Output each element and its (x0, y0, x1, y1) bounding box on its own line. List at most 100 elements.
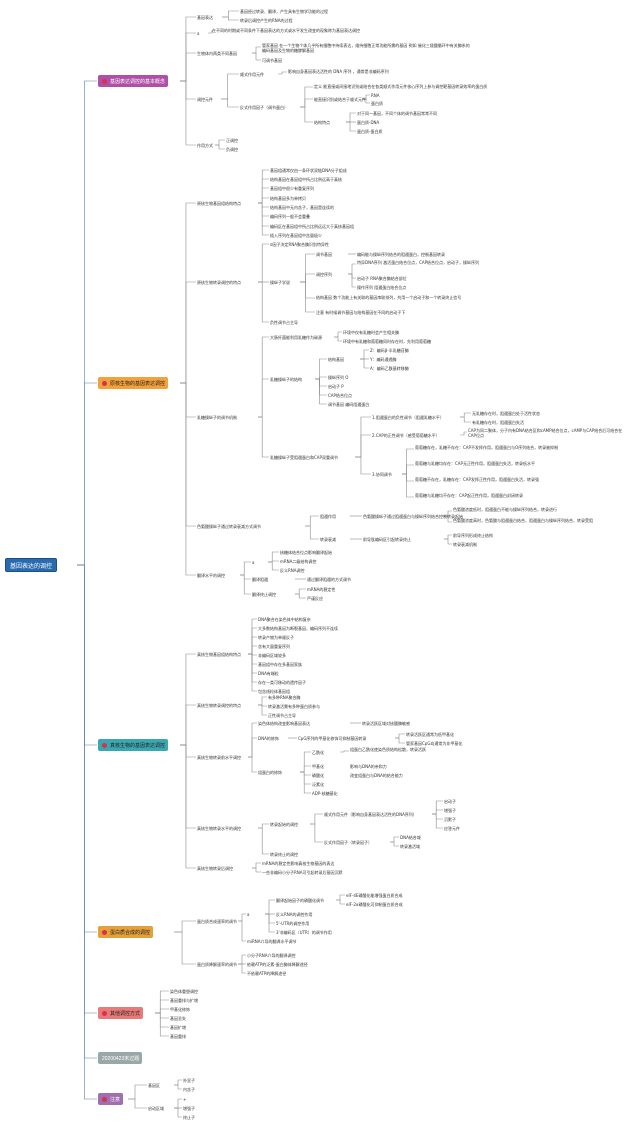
node[interactable]: CAP为同二聚体，分子内有DNA结合区和cAMP结合位点，cAMP与CAP结合后… (468, 428, 623, 438)
node[interactable]: mRNA二级结构调控 (280, 559, 317, 564)
node[interactable]: 增强子 (444, 808, 456, 813)
node[interactable]: 结构基因多为单拷贝 (270, 196, 306, 201)
node[interactable]: 调节基因 编码阻遏蛋白 (328, 402, 370, 407)
node[interactable]: 甲基化修饰 (170, 1007, 190, 1012)
node[interactable]: 真核生物基因组结构特点 (197, 652, 241, 657)
node[interactable]: 含有大量重复序列 (258, 644, 290, 649)
branch-protein-synthesis[interactable]: 蛋白质合成的调控 (98, 926, 154, 938)
node[interactable]: 编码能与操纵序列结合的阻遏蛋白，控制基因转录 (357, 252, 445, 257)
node[interactable]: 结构基因在基因组中所占比例远高于真核 (270, 177, 342, 182)
node[interactable]: 转录后调控产生的RNA的过程 (240, 18, 293, 23)
node[interactable]: 基因丢失 (170, 1016, 186, 1021)
node[interactable]: 操纵序列 O (328, 375, 349, 380)
node[interactable]: 存在一类可移动的遗传因子 (258, 680, 306, 685)
node[interactable]: 乳糖操纵子受阻遏蛋白和CAP双重调节 (270, 455, 338, 460)
node[interactable]: RNA (371, 93, 380, 98)
branch-other-regulation[interactable]: 其他调控方式 (98, 1007, 144, 1019)
node[interactable]: 真核生物转录前水平调控 (197, 755, 241, 760)
node[interactable]: 基因区 (148, 1083, 160, 1088)
node[interactable]: 操作序列 阻遏蛋白结合位点 (357, 285, 407, 290)
node[interactable]: 依赖ATP的泛素-蛋白酶体降解途径 (247, 962, 308, 967)
node[interactable]: 核糖体结合位点影响翻译起始 (280, 550, 332, 555)
node[interactable]: 泛素化 (312, 782, 324, 787)
node[interactable]: 基因组中很少有重复序列 (270, 186, 314, 191)
node[interactable]: 插入序列在基因组中含量极少 (270, 233, 322, 238)
node[interactable]: 改变组蛋白与DNA的结合能力 (350, 773, 403, 778)
node[interactable]: 基因扩增 (170, 1025, 186, 1030)
node[interactable]: 通过翻译阻遏的方式调节 (307, 577, 351, 582)
node[interactable]: 在不同的时期或不同条件下基因表达的方式或水平发生改变的现象称为基因表达调控 (212, 28, 360, 33)
node[interactable]: 真核生物转录调控的特点 (197, 703, 241, 708)
node[interactable]: 葡萄糖与乳糖均存在：CAP无正性作用，阻遏蛋白失活，转录低水平 (415, 461, 535, 466)
node[interactable]: 一些非编码小分子RNA可引起转录后基因沉默 (262, 870, 343, 875)
node[interactable]: 乳糖操纵子的结构 (270, 377, 302, 382)
node[interactable]: 葡萄糖存在，乳糖不存在：CAP不发挥作用，阻遏蛋白与O序列结合，转录被抑制 (415, 445, 559, 450)
branch-eukaryotic[interactable]: 真核生物的基因表达调控 (98, 739, 169, 751)
node[interactable]: 葡萄糖与乳糖均不存在：CAP起正性作用，阻遏蛋白封闭转录 (415, 493, 523, 498)
node[interactable]: 结构基因 数个功能上有关联的基因串联排列，共用一个启动子和一个转录终止信号 (316, 295, 462, 300)
node[interactable]: 不依赖ATP的降解途径 (247, 971, 287, 976)
node[interactable]: DNA有端粒 (258, 671, 279, 676)
node[interactable]: 正性调节占主导 (268, 713, 296, 718)
node[interactable]: 反义RNA调控 (280, 568, 305, 573)
node[interactable]: 增强子 (183, 1106, 195, 1111)
node[interactable]: ADP-核糖基化 (312, 791, 338, 796)
node[interactable]: 管家基因CpG岛通常为非甲基化 (406, 741, 463, 746)
branch-basic-concepts[interactable]: 基因表达调控的基本概念 (98, 75, 169, 87)
node[interactable]: 3.协同调节 (372, 472, 392, 477)
node[interactable]: 染色体结构改变影响基因表达 (258, 721, 310, 726)
node[interactable]: DNA聚合在染色体中结构复杂 (258, 617, 311, 622)
node[interactable]: 启动子 P (328, 384, 344, 389)
node[interactable]: 色氨酸操纵子通过转录衰减方式调节 (197, 524, 261, 529)
node[interactable]: 环境中有乳糖和葡萄糖同时存在时，先利用葡萄糖 (343, 339, 431, 344)
node[interactable]: 蛋白质 (371, 101, 383, 106)
node[interactable]: A：编码乙酰基转移酶 (370, 366, 409, 371)
node[interactable]: 有乳糖存在时，阻遏蛋白失活 (472, 420, 524, 425)
node[interactable]: 葡萄糖不存在，乳糖存在：CAP发挥正性作用，阻遏蛋白失活，转录强 (415, 477, 539, 482)
node[interactable]: 1.阻遏蛋白的负性调节（阻遏乳糖水平） (372, 415, 444, 420)
branch-review-date[interactable]: 20200423末过题 (98, 1052, 143, 1064)
node[interactable]: 2.CAP的正性调节（感受葡萄糖水平） (372, 433, 440, 438)
node[interactable]: 外显子 (183, 1078, 195, 1083)
node[interactable]: 转录活跃区域对核酸酶敏感 (362, 721, 410, 726)
node[interactable]: 色氨酸浓度低时，阻遏蛋白不能与操纵序列结合，转录进行 (453, 507, 557, 512)
node[interactable]: 基因经过转录、翻译，产生具有生物学功能的过程 (240, 9, 328, 14)
node[interactable]: 特异DNA序列 激活蛋白结合位点，CAP结合位点，启动子，操纵序列 (357, 260, 480, 265)
node[interactable]: 有多种RNA聚合酶 (268, 695, 301, 700)
node[interactable]: 基因组通常仅由一条环状双链DNA分子组成 (270, 168, 347, 173)
node[interactable]: CAP结合位点 (328, 393, 352, 398)
node[interactable]: 启动子 (444, 799, 456, 804)
node[interactable]: CpG序列的甲基化修饰可抑制基因转录 (298, 736, 367, 741)
node[interactable]: 负性调节占主导 (270, 320, 298, 325)
node[interactable]: 3'非编码区（UTR）的调节作用 (276, 930, 332, 935)
node[interactable]: 前导肽编码区引起转录终止 (363, 537, 411, 542)
branch-notes[interactable]: 注意 (98, 1093, 124, 1105)
node[interactable]: a (247, 912, 250, 917)
node[interactable]: 包含线粒体基因组 (258, 689, 290, 694)
node[interactable]: 环境中仅有乳糖时会产生相关酶 (343, 330, 399, 335)
node[interactable]: 作用方式 (197, 143, 213, 148)
node[interactable]: 翻译起始因子的磷酸化调节 (276, 898, 324, 903)
node[interactable]: 管家基因 在一个生物个体几乎所有细胞中持续表达，维持细胞正常功能所需的基因 例如… (262, 43, 470, 53)
node[interactable]: 启动子 RNA聚合酶结合部位 (357, 276, 407, 281)
node[interactable]: 蛋白质-DNA (357, 120, 380, 125)
node[interactable]: 注意 有时候调节基因与结构基因在不同的启动子下 (316, 310, 406, 315)
node[interactable]: 转录终止的调控 (270, 852, 298, 857)
node[interactable]: eIF-2α磷酸化可抑制蛋白质合成 (346, 902, 403, 907)
node[interactable]: 蛋白质-蛋白质 (357, 129, 383, 134)
node[interactable]: 负调控 (226, 147, 238, 152)
node[interactable]: 能直接识别或结合于顺式元件 (314, 97, 366, 102)
node[interactable]: 结构特点 (314, 120, 330, 125)
node[interactable]: 转录激活域 (400, 844, 420, 849)
node[interactable]: 反式作用因子（调节蛋白） (240, 105, 288, 110)
node[interactable]: 终止子 (183, 1115, 195, 1120)
node[interactable]: 反式作用因子（转录因子） (324, 840, 372, 845)
root-topic[interactable]: 基因表达的调控 (5, 558, 58, 572)
node[interactable]: 乳糖操纵子的调节机制 (197, 415, 237, 420)
node[interactable]: Z：编码β-半乳糖苷酶 (370, 348, 409, 353)
node[interactable]: 乙酰化 (312, 750, 324, 755)
node[interactable]: 甲基化 (312, 764, 324, 769)
node[interactable]: eIF-4E磷酸化能增强蛋白质合成 (346, 893, 403, 898)
node[interactable]: σ因子决定RNA聚合酶识别特异性 (270, 242, 330, 247)
node[interactable]: 反义RNA的调控作用 (276, 912, 313, 917)
